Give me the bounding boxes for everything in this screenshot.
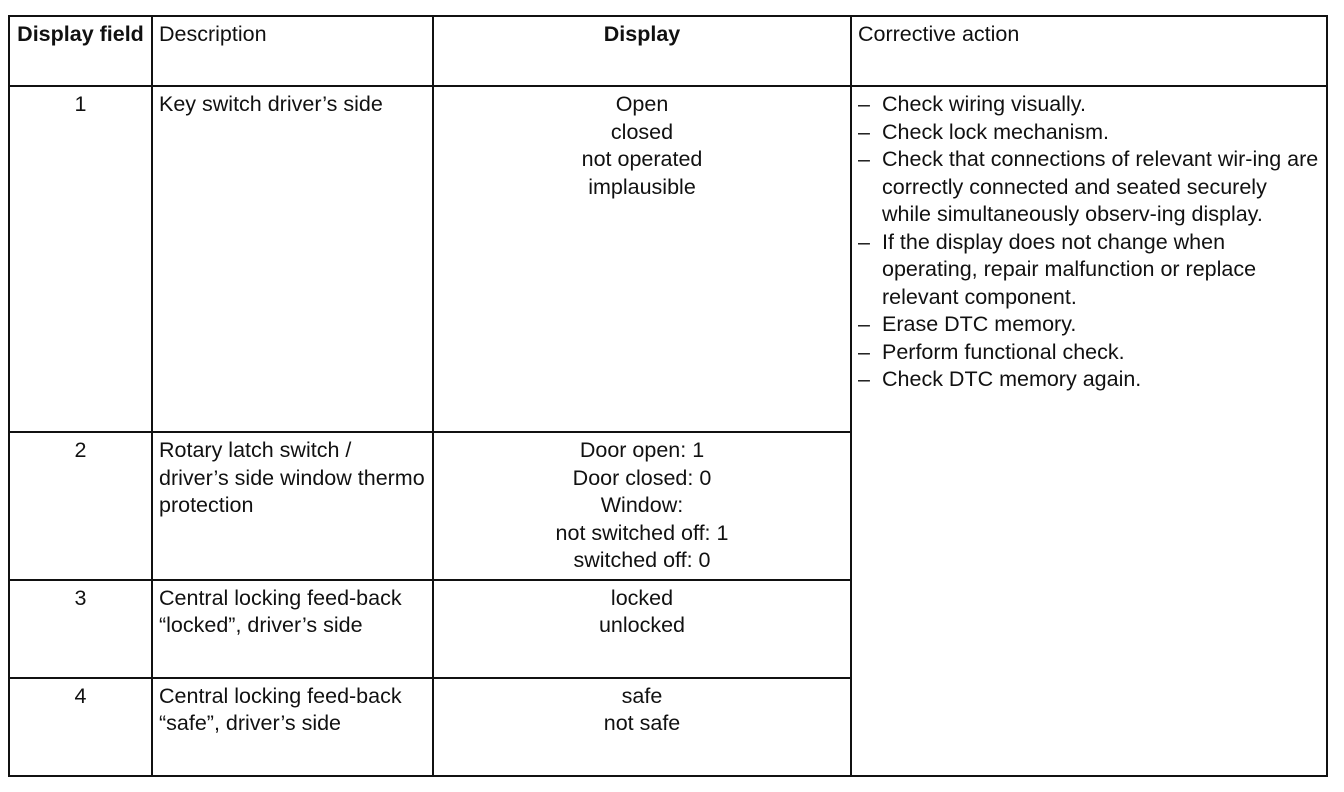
display-value: Door closed: 0: [572, 465, 712, 490]
display-value: not switched off: 1: [555, 520, 729, 545]
header-corrective-action: Corrective action: [850, 15, 1328, 87]
header-display: Display: [432, 15, 852, 87]
diagnostic-table: Display field Description Display Correc…: [8, 15, 1328, 777]
table-row: 4 Central locking feed-back “safe”, driv…: [8, 676, 1327, 777]
display-value: locked: [610, 585, 674, 610]
display-cell: safe not safe: [432, 676, 852, 777]
display-cell: locked unlocked: [432, 578, 852, 679]
display-field-cell: 4: [8, 676, 153, 777]
display-value: implausible: [588, 174, 696, 199]
table-header-row: Display field Description Display Correc…: [8, 15, 1328, 87]
display-value: Open: [615, 92, 669, 116]
action-item: If the display does not change when oper…: [858, 229, 1320, 312]
action-item: Check lock mechanism.: [858, 119, 1320, 147]
display-value: not safe: [603, 711, 681, 735]
header-description: Description: [151, 15, 434, 87]
display-value: safe: [621, 683, 663, 708]
display-value: unlocked: [598, 613, 686, 637]
action-item: Erase DTC memory.: [858, 311, 1320, 339]
display-field-cell: 1: [8, 85, 153, 433]
display-field-cell: 3: [8, 578, 153, 679]
display-value: not operated: [581, 147, 703, 171]
action-item: Check wiring visually.: [858, 91, 1320, 119]
table-row: 3 Central locking feed-back “locked”, dr…: [8, 578, 1327, 679]
action-item: Perform functional check.: [858, 339, 1320, 367]
display-value: Window:: [600, 493, 684, 517]
description-cell: Key switch driver’s side: [151, 85, 434, 433]
description-cell: Central locking feed-back “locked”, driv…: [151, 578, 434, 679]
header-display-field: Display field: [8, 15, 153, 87]
display-value: closed: [610, 119, 674, 144]
display-cell: Door open: 1 Door closed: 0 Window: not …: [432, 431, 852, 581]
description-cell: Central locking feed-back “safe”, driver…: [151, 676, 434, 777]
display-field-cell: 2: [8, 431, 153, 581]
description-cell: Rotary latch switch / driver’s side wind…: [151, 431, 434, 581]
action-item: Check DTC memory again.: [858, 366, 1320, 394]
display-cell: Open closed not operated implausible: [432, 85, 852, 433]
table-row: 2 Rotary latch switch / driver’s side wi…: [8, 431, 1327, 581]
display-value: switched off: 0: [573, 548, 711, 572]
corrective-action-list: Check wiring visually. Check lock mechan…: [858, 91, 1320, 394]
table-row: 1 Key switch driver’s side Open closed n…: [8, 85, 1328, 777]
action-item: Check that connections of relevant wir-i…: [858, 146, 1320, 229]
display-value: Door open: 1: [579, 438, 705, 462]
corrective-action-cell: Check wiring visually. Check lock mechan…: [850, 85, 1328, 777]
